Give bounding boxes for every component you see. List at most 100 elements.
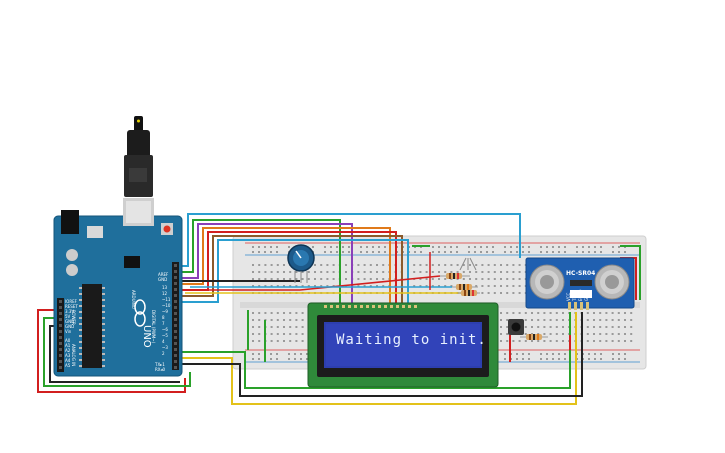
breadboard-hole[interactable] [450, 246, 452, 248]
breadboard-hole[interactable] [617, 319, 620, 321]
breadboard-hole[interactable] [258, 353, 260, 355]
breadboard-hole[interactable] [432, 246, 434, 248]
breadboard-hole[interactable] [564, 358, 566, 360]
breadboard-hole[interactable] [332, 278, 335, 280]
breadboard-hole[interactable] [295, 333, 298, 335]
breadboard-hole[interactable] [516, 358, 518, 360]
breadboard-hole[interactable] [307, 278, 310, 280]
lcd-pin[interactable] [324, 305, 327, 308]
breadboard-hole[interactable] [493, 264, 496, 266]
breadboard-hole[interactable] [444, 271, 447, 273]
breadboard-hole[interactable] [599, 333, 602, 335]
breadboard-hole[interactable] [486, 251, 488, 253]
breadboard-hole[interactable] [558, 251, 560, 253]
breadboard-hole[interactable] [320, 271, 323, 273]
breadboard-hole[interactable] [332, 264, 335, 266]
lcd-pin[interactable] [402, 305, 405, 308]
breadboard-hole[interactable] [612, 358, 614, 360]
breadboard-hole[interactable] [301, 326, 304, 328]
breadboard-hole[interactable] [252, 319, 254, 321]
breadboard-hole[interactable] [384, 251, 386, 253]
breadboard-hole[interactable] [363, 285, 366, 287]
breadboard-hole[interactable] [425, 264, 428, 266]
breadboard-hole[interactable] [270, 278, 273, 280]
breadboard-hole[interactable] [295, 271, 298, 273]
breadboard-hole[interactable] [564, 251, 566, 253]
breadboard-hole[interactable] [312, 246, 314, 248]
digital-pin[interactable] [174, 306, 177, 309]
breadboard-hole[interactable] [506, 292, 509, 294]
sensor-pin[interactable] [586, 302, 589, 310]
breadboard-hole[interactable] [518, 292, 521, 294]
lcd-pin[interactable] [342, 305, 345, 308]
breadboard-hole[interactable] [438, 251, 440, 253]
power-pin[interactable] [59, 330, 62, 333]
breadboard-hole[interactable] [605, 340, 608, 342]
breadboard-hole[interactable] [258, 319, 261, 321]
breadboard-hole[interactable] [301, 271, 304, 273]
breadboard-hole[interactable] [481, 285, 484, 287]
breadboard-hole[interactable] [630, 340, 633, 342]
breadboard-hole[interactable] [420, 251, 422, 253]
sensor-pin[interactable] [580, 302, 583, 310]
breadboard-hole[interactable] [500, 292, 502, 294]
breadboard-hole[interactable] [360, 251, 362, 253]
breadboard-hole[interactable] [562, 340, 564, 342]
breadboard-hole[interactable] [413, 285, 416, 287]
breadboard-hole[interactable] [480, 251, 482, 253]
breadboard-hole[interactable] [444, 264, 447, 266]
digital-pin[interactable] [174, 300, 177, 303]
breadboard-hole[interactable] [360, 246, 362, 248]
breadboard-hole[interactable] [630, 333, 633, 335]
breadboard-hole[interactable] [537, 312, 540, 314]
breadboard-hole[interactable] [506, 278, 509, 280]
breadboard-hole[interactable] [518, 264, 521, 266]
breadboard-hole[interactable] [419, 278, 422, 280]
breadboard-hole[interactable] [518, 340, 521, 342]
breadboard-hole[interactable] [320, 264, 323, 266]
breadboard-hole[interactable] [382, 285, 385, 287]
power-pin[interactable] [59, 336, 62, 339]
breadboard-hole[interactable] [369, 285, 372, 287]
breadboard-hole[interactable] [617, 340, 620, 342]
breadboard-hole[interactable] [599, 319, 602, 321]
breadboard-hole[interactable] [425, 285, 428, 287]
breadboard-hole[interactable] [288, 353, 290, 355]
breadboard-hole[interactable] [500, 326, 502, 328]
breadboard-hole[interactable] [611, 333, 614, 335]
breadboard-hole[interactable] [276, 333, 279, 335]
breadboard-hole[interactable] [540, 246, 542, 248]
breadboard-hole[interactable] [543, 333, 546, 335]
breadboard-hole[interactable] [276, 340, 279, 342]
breadboard-hole[interactable] [336, 251, 338, 253]
breadboard-hole[interactable] [345, 264, 347, 266]
breadboard-hole[interactable] [588, 353, 590, 355]
breadboard-hole[interactable] [558, 246, 560, 248]
breadboard-hole[interactable] [300, 353, 302, 355]
breadboard-hole[interactable] [372, 246, 374, 248]
breadboard-hole[interactable] [493, 292, 496, 294]
breadboard-hole[interactable] [524, 333, 527, 335]
ultrasonic-sensor-icon[interactable]: HC-SR04 [525, 257, 635, 310]
breadboard-hole[interactable] [594, 353, 596, 355]
breadboard-hole[interactable] [332, 271, 335, 273]
breadboard-hole[interactable] [611, 326, 614, 328]
potentiometer-icon[interactable] [287, 244, 315, 283]
breadboard-hole[interactable] [612, 353, 614, 355]
breadboard-hole[interactable] [555, 319, 558, 321]
breadboard-hole[interactable] [348, 246, 350, 248]
breadboard-hole[interactable] [624, 333, 626, 335]
breadboard-hole[interactable] [276, 264, 279, 266]
breadboard-hole[interactable] [522, 251, 524, 253]
digital-pin[interactable] [174, 366, 177, 369]
power-pin[interactable] [59, 354, 62, 357]
breadboard-hole[interactable] [357, 285, 360, 287]
breadboard-hole[interactable] [366, 246, 368, 248]
breadboard-hole[interactable] [307, 285, 310, 287]
breadboard-hole[interactable] [419, 271, 422, 273]
breadboard-hole[interactable] [586, 319, 589, 321]
breadboard-hole[interactable] [306, 358, 308, 360]
breadboard-hole[interactable] [564, 246, 566, 248]
breadboard-hole[interactable] [537, 340, 540, 342]
